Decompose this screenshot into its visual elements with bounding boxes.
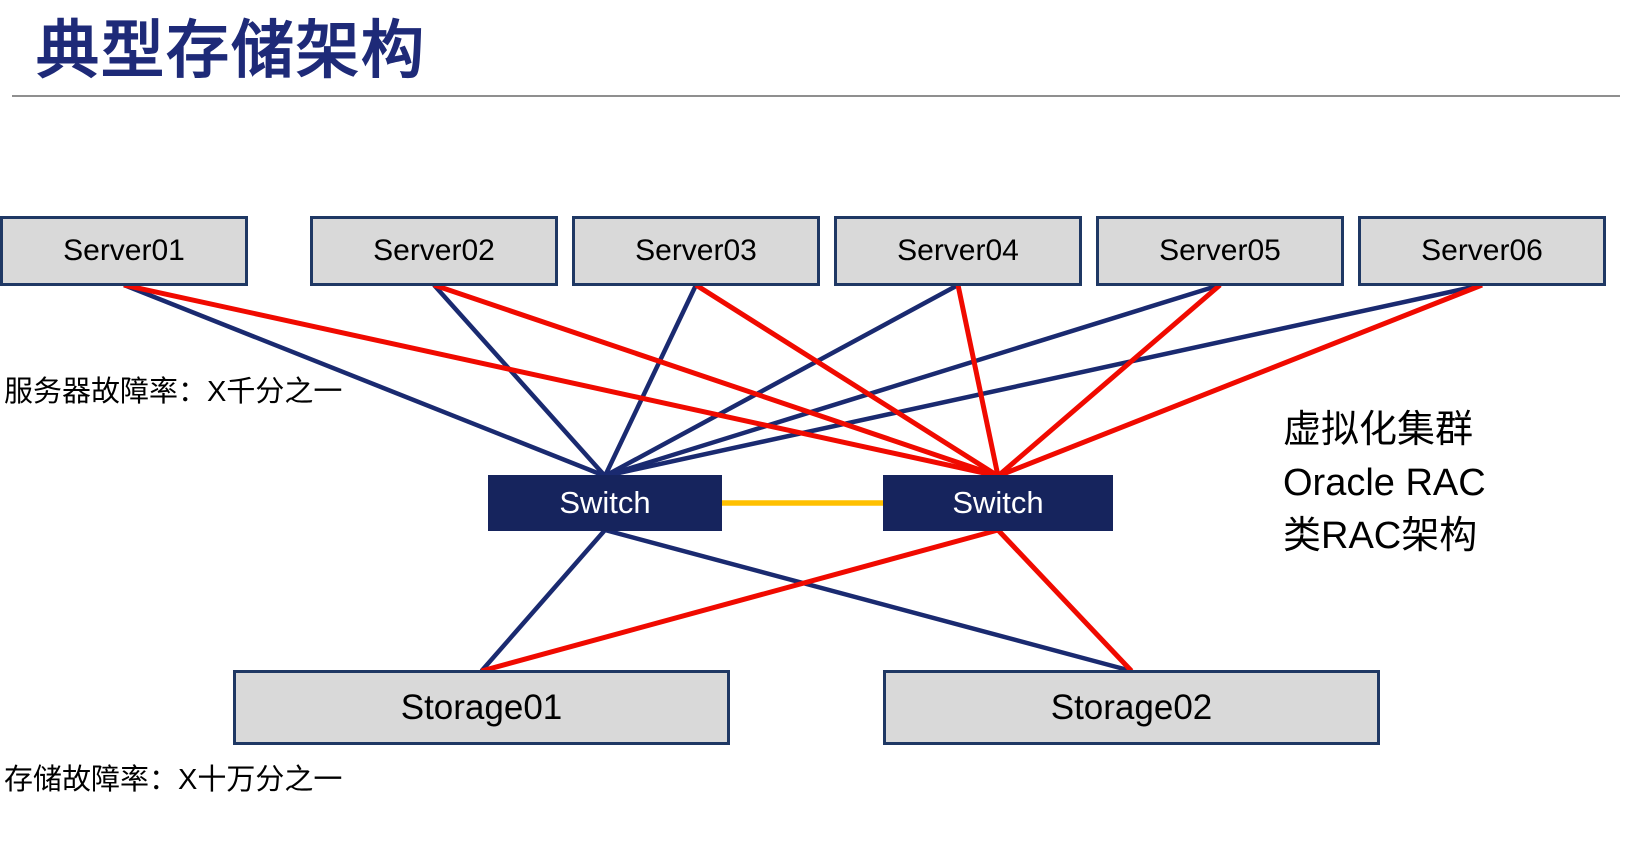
page-title: 典型存储架构: [36, 16, 426, 86]
link-server-4-to-switch-1: [603, 283, 960, 478]
cluster-note-line-2: Oracle RAC: [1283, 462, 1486, 504]
switch1-label: Switch: [559, 485, 651, 520]
link-server-2-to-switch-2: [433, 282, 999, 479]
link-switch-2-to-storage-2: [996, 528, 1134, 673]
storage02-box: Storage02: [883, 670, 1380, 745]
link-server-5-to-switch-1: [604, 282, 1221, 479]
server05-label: Server05: [1159, 234, 1281, 267]
storage01-label: Storage01: [400, 687, 563, 727]
server05-box: Server05: [1096, 216, 1344, 286]
switch2-box: Switch: [883, 475, 1113, 531]
server03-box: Server03: [572, 216, 820, 286]
server01-box: Server01: [0, 216, 248, 286]
link-server-3-to-switch-1: [602, 284, 699, 477]
server04-label: Server04: [897, 234, 1019, 267]
server02-label: Server02: [373, 234, 495, 267]
link-server-5-to-switch-2: [996, 283, 1222, 478]
title-underline-rule: [12, 95, 1620, 97]
server06-label: Server06: [1421, 234, 1543, 267]
link-server-3-to-switch-2: [694, 282, 1000, 479]
link-server-2-to-switch-1: [432, 283, 607, 478]
server-failure-rate-note: 服务器故障率：X千分之一: [4, 376, 343, 408]
server03-label: Server03: [635, 234, 757, 267]
link-switch-2-to-storage-1: [480, 527, 999, 674]
server02-box: Server02: [310, 216, 558, 286]
cluster-note-line-1: 虚拟化集群: [1283, 409, 1474, 451]
link-server-4-to-switch-2: [955, 284, 1001, 477]
link-switch-1-to-storage-1: [479, 528, 607, 673]
storage01-box: Storage01: [233, 670, 730, 745]
storage-failure-rate-note: 存储故障率：X十万分之一: [4, 764, 343, 796]
switch2-label: Switch: [952, 485, 1044, 520]
storage02-label: Storage02: [1050, 687, 1213, 727]
server01-label: Server01: [63, 234, 185, 267]
cluster-type-note: 虚拟化集群 Oracle RAC 类RAC架构: [1283, 404, 1486, 563]
server06-box: Server06: [1358, 216, 1606, 286]
switch1-box: Switch: [488, 475, 722, 531]
server04-box: Server04: [834, 216, 1082, 286]
link-switch-1-to-storage-2: [604, 527, 1133, 674]
link-server-6-to-switch-1: [604, 282, 1483, 479]
cluster-note-line-3: 类RAC架构: [1283, 515, 1478, 557]
link-server-6-to-switch-2: [997, 282, 1483, 479]
link-server-1-to-switch-1: [123, 282, 606, 479]
link-server-1-to-switch-2: [123, 282, 999, 479]
